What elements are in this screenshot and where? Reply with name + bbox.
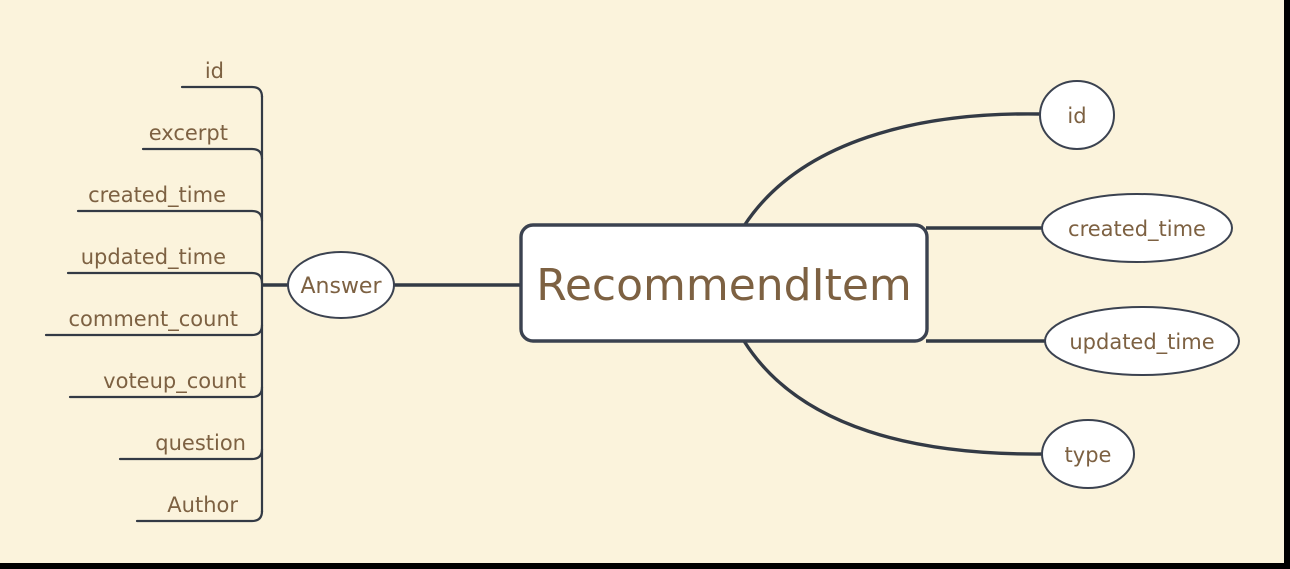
connector-root-to-id: [742, 112, 1041, 227]
node-right-type-shape[interactable]: [1041, 419, 1135, 489]
branch-label-question: question: [155, 431, 246, 455]
node-root-shape[interactable]: [519, 223, 929, 343]
node-right-updated-time-shape[interactable]: [1044, 306, 1240, 376]
node-right-updated-time-label: updated_time: [1069, 330, 1214, 355]
branch-label-comment-count: comment_count: [68, 307, 238, 332]
node-right-created-time[interactable]: created_time: [1041, 193, 1233, 263]
left-underline-updated-time: [66, 271, 264, 285]
connector-root-to-type: [742, 340, 1044, 456]
right-branch-connectors: [742, 112, 1046, 456]
node-right-type-label: type: [1065, 443, 1112, 467]
branch-label-author: Author: [167, 493, 238, 517]
left-underline-question: [118, 447, 264, 461]
node-answer-shape[interactable]: [287, 251, 395, 319]
left-branch-connectors: [44, 85, 288, 523]
node-right-id[interactable]: id: [1039, 80, 1115, 150]
left-underline-created-time: [76, 209, 264, 223]
left-underline-author: [135, 509, 264, 523]
left-underline-excerpt: [141, 147, 264, 161]
node-right-created-time-label: created_time: [1068, 217, 1206, 242]
branch-label-voteup-count: voteup_count: [103, 369, 246, 394]
branch-label-updated-time: updated_time: [81, 245, 226, 270]
node-answer-label: Answer: [300, 274, 382, 299]
node-right-updated-time[interactable]: updated_time: [1044, 306, 1240, 376]
node-answer[interactable]: Answer: [287, 251, 395, 319]
node-right-type[interactable]: type: [1041, 419, 1135, 489]
branch-label-excerpt: excerpt: [149, 121, 228, 145]
node-right-id-label: id: [1067, 104, 1086, 128]
left-underline-id: [180, 85, 264, 99]
node-root-label: RecommendItem: [536, 260, 912, 311]
node-root-recommenditem[interactable]: RecommendItem: [519, 223, 929, 343]
node-right-created-time-shape[interactable]: [1041, 193, 1233, 263]
left-underline-comment-count: [44, 323, 264, 337]
node-right-id-shape[interactable]: [1039, 80, 1115, 150]
branch-label-id: id: [205, 59, 224, 83]
branch-label-created-time: created_time: [88, 183, 226, 208]
left-underline-voteup-count: [68, 385, 264, 399]
left-branch-labels: id excerpt created_time updated_time com…: [68, 59, 246, 517]
